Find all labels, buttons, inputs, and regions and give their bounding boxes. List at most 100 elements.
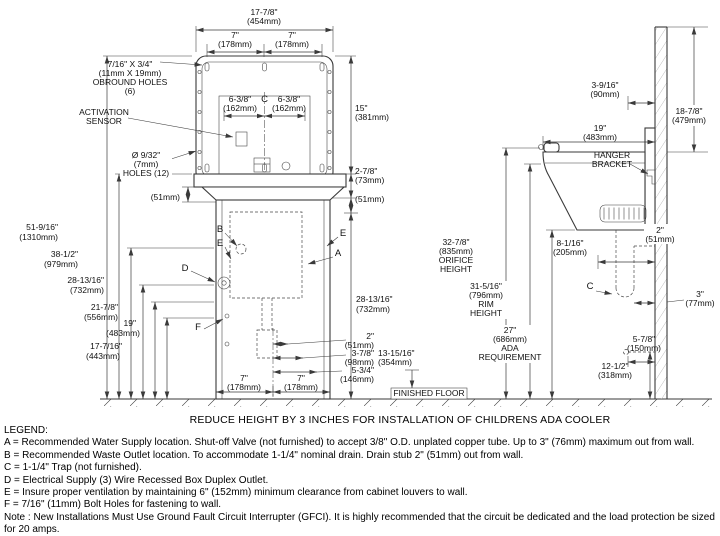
front-view-unit <box>193 55 347 400</box>
apron <box>200 186 346 201</box>
dim-h732-left-in: 28-13/16" <box>67 275 104 285</box>
callout-c-trap: C <box>587 281 594 292</box>
dim-h732-right-mm: (732mm) <box>356 304 390 314</box>
dim-d90-mm: (90mm) <box>590 89 619 99</box>
dim-seven-right-in: 7" <box>288 30 296 40</box>
dim-base-left-in: 7" <box>240 373 248 383</box>
note-obround-1: 7/16" X 3/4" <box>108 59 153 69</box>
dim-h979-in: 38-1/2" <box>51 249 78 259</box>
dim-rim-mm: (796mm) <box>469 290 503 300</box>
dim-51mm-left: (51mm) <box>151 192 180 202</box>
dim-spread-right-in: 6-3/8" <box>278 94 300 104</box>
floor-label: FINISHED FLOOR <box>390 387 468 400</box>
legend-item-d: D = Electrical Supply (3) Wire Recessed … <box>4 474 269 486</box>
callout-d: D <box>182 263 189 274</box>
dim-off51-mm: (51mm) <box>345 340 374 350</box>
dim-h354-mm: (354mm) <box>378 357 412 367</box>
note-holes-2: (7mm) <box>134 159 159 169</box>
note-obround-3: OBROUND HOLES <box>93 77 168 87</box>
dim-d479-mm: (479mm) <box>672 115 706 125</box>
dim-spread-left-in: 6-3/8" <box>229 94 251 104</box>
callout-b: B <box>217 224 223 235</box>
activation-sensor <box>235 131 248 147</box>
dim-seven-right-mm: (178mm) <box>275 39 309 49</box>
dim-orifice-in: 32-7/8" <box>442 237 469 247</box>
dim-seven-left-in: 7" <box>231 30 239 40</box>
dim-d90-in: 3-9/16" <box>591 80 618 90</box>
dim-h318-in: 12-1/2" <box>601 361 628 371</box>
dim-basin-height-in: 2-7/8" <box>355 166 377 176</box>
bubbler <box>253 157 271 173</box>
note-obround-2: (11mm X 19mm) <box>99 68 162 78</box>
louver <box>599 204 647 223</box>
dim-off98-in: 3-7/8" <box>352 348 374 358</box>
dim-spread-right-mm: (162mm) <box>272 103 306 113</box>
callout-c-center: C <box>261 94 268 105</box>
dim-d205-in: 8-1/16" <box>556 238 583 248</box>
legend-item-f: F = 7/16" (11mm) Bolt Holes for fastenin… <box>4 499 222 511</box>
dim-ada-l3: ADA <box>501 343 519 353</box>
bolt-hole <box>224 313 230 319</box>
legend-item-c: C = 1-1/4" Trap (not furnished). <box>4 462 142 474</box>
note-holes-3: HOLES (12) <box>123 168 169 178</box>
dim-d479-in: 18-7/8" <box>675 106 702 116</box>
dim-51mm-right: (51mm) <box>355 194 384 204</box>
dim-rim-l4: HEIGHT <box>470 308 502 318</box>
label-hanger-1: HANGER <box>594 150 630 160</box>
dim-h1310-in: 51-9/16" <box>26 222 58 232</box>
dim-d150-in: 5-7/8" <box>633 334 655 344</box>
note-sensor-1: ACTIVATION <box>79 107 129 117</box>
bubbler-side <box>543 142 560 153</box>
dim-h483-mm: (483mm) <box>106 328 140 338</box>
dim-h354-in: 13-15/16" <box>378 348 415 358</box>
dim-d483-in: 19" <box>594 123 606 133</box>
legend-item-e: E = Insure proper ventilation by maintai… <box>4 487 468 499</box>
dim-h732-left-mm: (732mm) <box>70 285 104 295</box>
dim-h483-in: 19" <box>124 318 136 328</box>
dim-ada-in: 27" <box>504 325 516 335</box>
cooler-profile <box>542 151 646 231</box>
internal-assembly <box>229 211 303 299</box>
dim-top-width-in: 17-7/8" <box>250 7 277 17</box>
callout-a: A <box>335 248 342 259</box>
dim-d150-mm: (150mm) <box>627 343 661 353</box>
dim-h443-mm: (443mm) <box>86 351 120 361</box>
dim-rim-l3: RIM <box>478 299 494 309</box>
callout-e-left: E <box>217 238 223 249</box>
dim-top-width-mm: (454mm) <box>247 16 281 26</box>
dim-stub51-in: 2" <box>656 225 664 235</box>
drain-hole <box>281 161 291 171</box>
dim-spread-left-mm: (162mm) <box>223 103 257 113</box>
dim-d483-mm: (483mm) <box>583 132 617 142</box>
callout-e-right: E <box>340 228 346 239</box>
label-hanger-2: BRACKET <box>592 159 632 169</box>
dim-orifice-l4: HEIGHT <box>440 264 472 274</box>
dim-d205-mm: (205mm) <box>553 247 587 257</box>
cabinet <box>215 199 331 400</box>
dim-panel-height-in: 15" <box>355 103 367 113</box>
note-obround-4: (6) <box>125 86 136 96</box>
hanger-bracket <box>646 169 655 185</box>
finished-floor <box>100 398 712 407</box>
note-holes-1: Ø 9/32" <box>132 150 161 160</box>
dim-ada-mm: (686mm) <box>493 334 527 344</box>
dim-orifice-l3: ORIFICE <box>439 255 474 265</box>
dim-rim-in: 31-5/16" <box>470 281 502 291</box>
finished-floor-label: FINISHED FLOOR <box>393 388 464 398</box>
dim-d77-mm: (77mm) <box>685 298 714 308</box>
dim-h979-mm: (979mm) <box>44 259 78 269</box>
dim-seven-left-mm: (178mm) <box>218 39 252 49</box>
installation-diagram: 17-7/8" (454mm) 7" (178mm) 7" (178mm) 7/… <box>19 7 715 426</box>
legend-item-b: B = Recommended Waste Outlet location. T… <box>4 449 524 461</box>
basin <box>193 173 347 188</box>
dim-stub51-mm: (51mm) <box>645 234 674 244</box>
callout-f: F <box>195 322 201 333</box>
legend-item-a: A = Recommended Water Supply location. S… <box>4 437 695 449</box>
legend: LEGEND: A = Recommended Water Supply loc… <box>4 425 718 536</box>
recessed-box <box>256 329 278 359</box>
dim-h443-in: 17-7/16" <box>90 341 122 351</box>
mounting-panel <box>644 127 656 233</box>
wall-section <box>655 27 667 399</box>
trap <box>615 287 635 298</box>
